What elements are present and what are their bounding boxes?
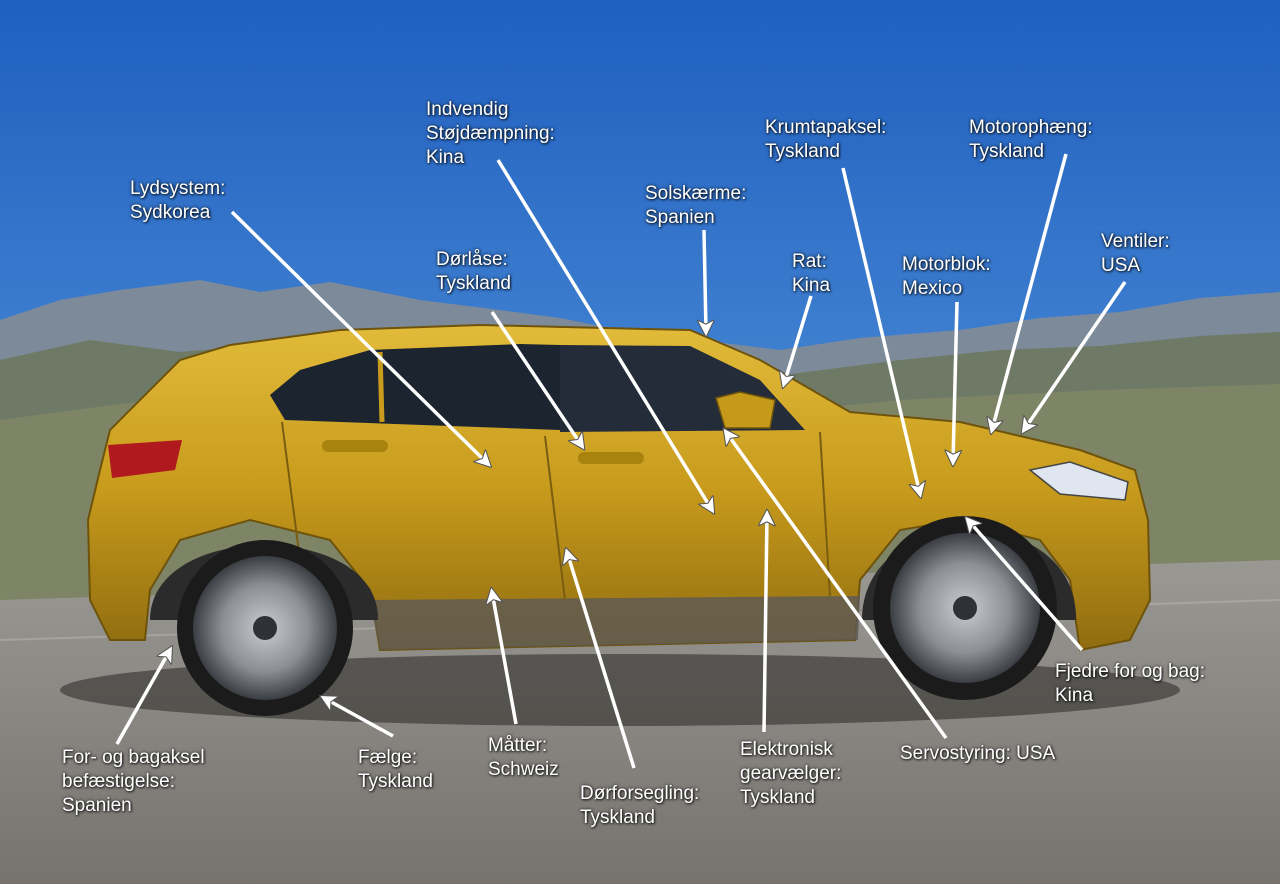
label-solskaerme: Solskærme:Spanien: [645, 183, 747, 228]
arrow-aksel: [115, 650, 170, 745]
arrow-krumtapaksel: [841, 167, 920, 494]
label-rat: Rat:Kina: [792, 251, 831, 296]
arrow-solskaerme: [704, 229, 706, 332]
arrow-servostyring: [726, 432, 948, 740]
label-dorlase: Dørlåse:Tyskland: [436, 249, 511, 294]
label-lydsystem: Lydsystem:Sydkorea: [130, 178, 226, 223]
arrow-motorblok: [953, 301, 957, 462]
label-ventiler: Ventiler:USA: [1101, 231, 1170, 276]
arrow-gearvaelger: [764, 514, 767, 733]
arrow-dorforsegling: [567, 552, 636, 769]
label-servostyring: Servostyring: USA: [900, 743, 1056, 764]
arrow-fjedre: [968, 520, 1084, 652]
arrow-lydsystem: [230, 210, 488, 464]
label-fjedre: Fjedre for og bag:Kina: [1055, 661, 1205, 706]
arrow-rat: [784, 295, 813, 384]
arrow-faelge: [324, 698, 394, 738]
arrow-motorophaeng: [992, 153, 1068, 430]
label-dorforsegling: Dørforsegling:Tyskland: [580, 783, 700, 828]
arrow-indvendig: [496, 159, 712, 510]
arrow-matter: [492, 592, 518, 725]
arrow-dorlase: [490, 311, 582, 446]
label-motorblok: Motorblok:Mexico: [902, 254, 991, 299]
label-krumtapaksel: Krumtapaksel:Tyskland: [765, 117, 887, 162]
label-matter: Måtter:Schweiz: [488, 735, 559, 780]
label-motorophaeng: Motorophæng:Tyskland: [969, 117, 1093, 162]
arrow-ventiler: [1024, 281, 1127, 430]
label-faelge: Fælge:Tyskland: [358, 747, 433, 792]
